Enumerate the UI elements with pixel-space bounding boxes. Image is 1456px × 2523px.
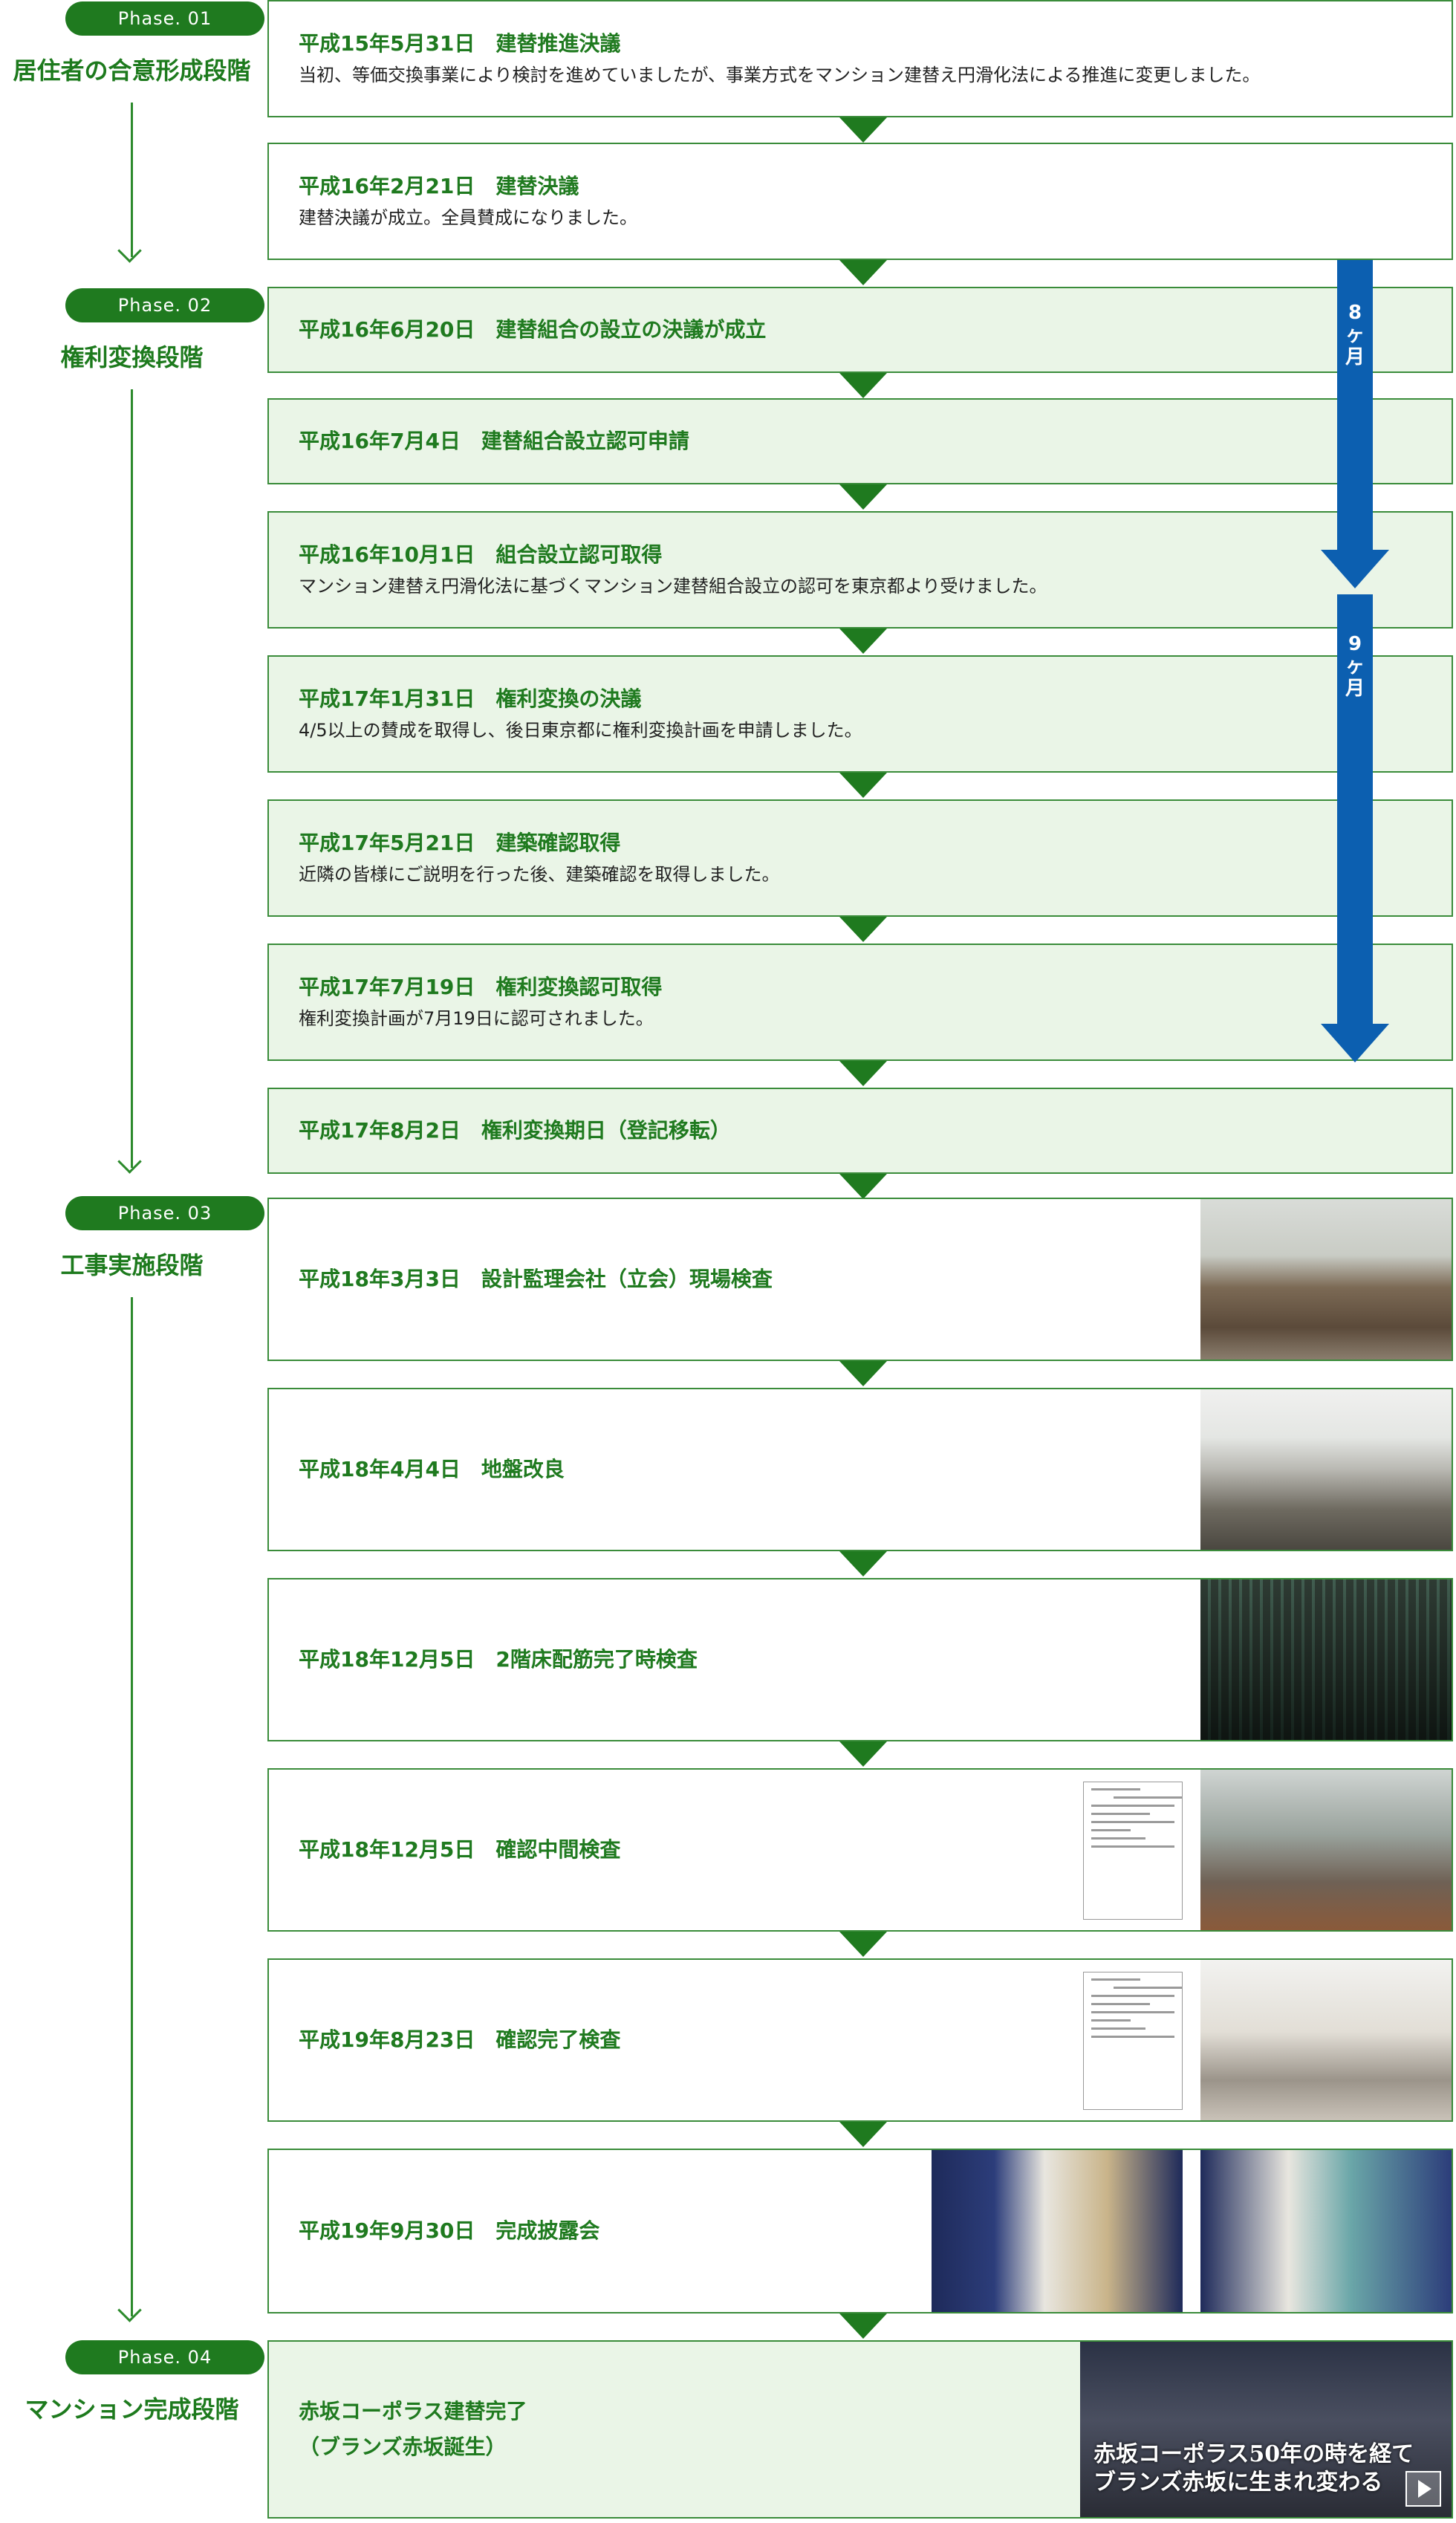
- banner-line-2: ブランズ赤坂に生まれ変わる: [1093, 2470, 1383, 2496]
- timeline-event-6: 平成17年1月31日 権利変換の決議 4/5以上の賛成を取得し、後日東京都に権利…: [267, 655, 1453, 773]
- event-title: 平成17年1月31日 権利変換の決議: [299, 686, 642, 711]
- triangle-down-icon: [839, 1061, 887, 1086]
- event-title: 平成19年9月30日 完成披露会: [299, 2218, 600, 2243]
- event-title: 平成18年12月5日 確認中間検査: [299, 1837, 621, 1862]
- phase-title-4: マンション完成段階: [25, 2395, 239, 2423]
- completion-inspection-photo: [1200, 1960, 1452, 2120]
- timeline-event-2: 平成16年2月21日 建替決議 建替決議が成立。全員賛成になりました。: [267, 143, 1453, 260]
- event-title: 平成18年12月5日 2階床配筋完了時検査: [299, 1647, 698, 1672]
- timeline-event-12: 平成18年12月5日 2階床配筋完了時検査: [267, 1578, 1453, 1741]
- phase-arrow-line-1: [131, 103, 133, 257]
- duration-arrowhead: [1321, 550, 1389, 588]
- triangle-down-icon: [839, 1932, 887, 1957]
- triangle-down-icon: [839, 917, 887, 942]
- duration-unit-month: 月: [1345, 678, 1365, 700]
- event-title: 平成16年7月4日 建替組合設立認可申請: [299, 429, 689, 453]
- event-title: 平成18年4月4日 地盤改良: [299, 1457, 565, 1481]
- event-title: 平成16年10月1日 組合設立認可取得: [299, 542, 663, 567]
- event-description: マンション建替え円滑化法に基づくマンション建替組合設立の認可を東京都より受けまし…: [299, 576, 1047, 597]
- phase-badge-3: Phase. 03: [65, 1196, 264, 1230]
- inspection-certificate-image: [1083, 1782, 1183, 1920]
- event-title: 平成15年5月31日 建替推進決議: [299, 31, 621, 56]
- arrow-down-icon: [117, 238, 142, 263]
- timeline-event-13: 平成18年12月5日 確認中間検査: [267, 1768, 1453, 1932]
- timeline-event-5: 平成16年10月1日 組合設立認可取得 マンション建替え円滑化法に基づくマンショ…: [267, 511, 1453, 629]
- duration-arrow-icon: [1337, 594, 1373, 1025]
- arrow-down-icon: [117, 1149, 142, 1174]
- phase-arrow-line-3: [131, 1297, 133, 2316]
- triangle-down-icon: [839, 484, 887, 510]
- triangle-down-icon: [839, 117, 887, 143]
- phase-title-1: 居住者の合意形成段階: [13, 56, 251, 85]
- duration-unit-ka: ヶ: [1345, 324, 1365, 346]
- timeline-event-8: 平成17年7月19日 権利変換認可取得 権利変換計画が7月19日に認可されました…: [267, 944, 1453, 1061]
- triangle-down-icon: [839, 1741, 887, 1767]
- event-description: 当初、等価交換事業により検討を進めていましたが、事業方式をマンション建替え円滑化…: [299, 65, 1261, 85]
- event-title: 赤坂コーポラス建替完了: [299, 2399, 527, 2423]
- phase-title-2: 権利変換段階: [60, 343, 204, 371]
- event-title: 平成17年8月2日 権利変換期日（登記移転）: [299, 1118, 731, 1143]
- play-icon[interactable]: [1405, 2471, 1441, 2507]
- event-description: 権利変換計画が7月19日に認可されました。: [299, 1008, 654, 1029]
- triangle-down-icon: [839, 373, 887, 398]
- event-title: 平成16年6月20日 建替組合の設立の決議が成立: [299, 317, 767, 342]
- phase-arrow-line-2: [131, 389, 133, 1168]
- ceremony-photo-1: [932, 2150, 1183, 2312]
- timeline-event-7: 平成17年5月21日 建築確認取得 近隣の皆様にご説明を行った後、建築確認を取得…: [267, 799, 1453, 917]
- duration-arrow-icon: [1337, 260, 1373, 550]
- triangle-down-icon: [839, 773, 887, 798]
- event-subtitle: （ブランズ赤坂誕生）: [299, 2435, 507, 2459]
- banner-line-1: 赤坂コーポラス50年の時を経て: [1093, 2441, 1414, 2467]
- site-inspection-photo: [1200, 1199, 1452, 1360]
- phase-title-3: 工事実施段階: [60, 1251, 204, 1279]
- duration-number: 8: [1348, 302, 1362, 324]
- timeline-event-14: 平成19年8月23日 確認完了検査: [267, 1958, 1453, 2122]
- timeline-event-4: 平成16年7月4日 建替組合設立認可申請: [267, 398, 1453, 484]
- completion-certificate-image: [1083, 1972, 1183, 2110]
- interim-inspection-photo: [1200, 1770, 1452, 1930]
- event-title: 平成17年7月19日 権利変換認可取得: [299, 975, 663, 999]
- event-description: 4/5以上の賛成を取得し、後日東京都に権利変換計画を申請しました。: [299, 720, 862, 741]
- phase-badge-2: Phase. 02: [65, 288, 264, 322]
- event-title: 平成18年3月3日 設計監理会社（立会）現場検査: [299, 1267, 773, 1291]
- triangle-down-icon: [839, 260, 887, 285]
- triangle-down-icon: [839, 1174, 887, 1199]
- triangle-down-icon: [839, 629, 887, 654]
- timeline-event-15: 平成19年9月30日 完成披露会: [267, 2149, 1453, 2313]
- timeline-event-1: 平成15年5月31日 建替推進決議 当初、等価交換事業により検討を進めていました…: [267, 0, 1453, 117]
- rebar-inspection-photo: [1200, 1579, 1452, 1740]
- phase-badge-1: Phase. 01: [65, 1, 264, 36]
- triangle-down-icon: [839, 2122, 887, 2147]
- event-description: 建替決議が成立。全員賛成になりました。: [299, 207, 637, 228]
- duration-unit-month: 月: [1345, 346, 1365, 368]
- timeline-event-9: 平成17年8月2日 権利変換期日（登記移転）: [267, 1088, 1453, 1174]
- arrow-down-icon: [117, 2298, 142, 2322]
- duration-unit-ka: ヶ: [1345, 655, 1365, 678]
- ceremony-photo-2: [1200, 2150, 1452, 2312]
- duration-label-8-months: 8 ヶ 月: [1337, 302, 1373, 368]
- duration-arrowhead: [1321, 1024, 1389, 1062]
- timeline-event-11: 平成18年4月4日 地盤改良: [267, 1388, 1453, 1551]
- triangle-down-icon: [839, 1551, 887, 1577]
- timeline-event-3: 平成16年6月20日 建替組合の設立の決議が成立: [267, 287, 1453, 373]
- event-title: 平成19年8月23日 確認完了検査: [299, 2027, 621, 2052]
- triangle-down-icon: [839, 1361, 887, 1386]
- video-banner[interactable]: 赤坂コーポラス50年の時を経て ブランズ赤坂に生まれ変わる: [1080, 2342, 1452, 2517]
- event-title: 平成17年5月21日 建築確認取得: [299, 831, 621, 855]
- duration-label-9-months: 9 ヶ 月: [1337, 633, 1373, 700]
- triangle-down-icon: [839, 2313, 887, 2339]
- ground-improvement-photo: [1200, 1389, 1452, 1550]
- event-description: 近隣の皆様にご説明を行った後、建築確認を取得しました。: [299, 864, 780, 885]
- phase-badge-4: Phase. 04: [65, 2340, 264, 2374]
- duration-number: 9: [1348, 633, 1362, 655]
- event-title: 平成16年2月21日 建替決議: [299, 174, 579, 198]
- timeline-event-16: 赤坂コーポラス建替完了 （ブランズ赤坂誕生） 赤坂コーポラス50年の時を経て ブ…: [267, 2340, 1453, 2519]
- timeline-event-10: 平成18年3月3日 設計監理会社（立会）現場検査: [267, 1198, 1453, 1361]
